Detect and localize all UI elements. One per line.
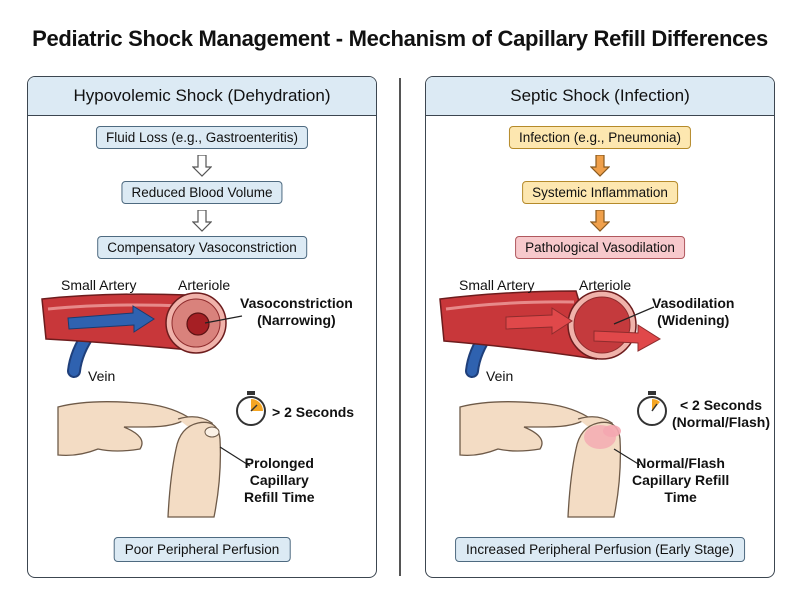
- vessel-state-text: Vasodilation: [652, 295, 735, 311]
- dilated-vessel-illustration: [439, 290, 667, 518]
- flow-step-reduced-volume: Reduced Blood Volume: [121, 181, 283, 204]
- perfusion-summary: Increased Peripheral Perfusion (Early St…: [455, 537, 745, 562]
- page-title: Pediatric Shock Management - Mechanism o…: [32, 26, 768, 51]
- arteriole-label: Arteriole: [178, 277, 231, 293]
- flow-step-infection: Infection (e.g., Pneumonia): [508, 126, 692, 149]
- vein-label: Vein: [486, 368, 514, 384]
- timer-line-2: (Normal/Flash): [672, 414, 771, 430]
- perfusion-summary: Poor Peripheral Perfusion: [113, 537, 291, 562]
- septic-header: Septic Shock (Infection): [426, 77, 774, 116]
- down-arrow-icon: [192, 155, 212, 177]
- vessel-state-subtext: (Narrowing): [257, 312, 336, 328]
- small-artery-label: Small Artery: [61, 277, 137, 293]
- arteriole-label: Arteriole: [579, 277, 632, 293]
- down-arrow-icon: [590, 155, 610, 177]
- hypovolemic-header: Hypovolemic Shock (Dehydration): [28, 77, 376, 116]
- refill-line-1: Normal/Flash: [636, 455, 725, 471]
- small-artery-label: Small Artery: [459, 277, 535, 293]
- vein-label: Vein: [88, 368, 116, 384]
- vessel-state-label: Vasoconstriction (Narrowing): [240, 295, 353, 329]
- refill-time-label: Prolonged Capillary Refill Time: [244, 455, 315, 506]
- timer-label: < 2 Seconds (Normal/Flash): [672, 397, 770, 431]
- refill-line-2: Capillary: [249, 472, 309, 488]
- timer-line-1: < 2 Seconds: [679, 397, 763, 413]
- refill-line-1: Prolonged: [244, 455, 314, 471]
- vessel-state-subtext: (Widening): [657, 312, 730, 328]
- refill-time-label: Normal/Flash Capillary Refill Time: [632, 455, 729, 506]
- flow-step-fluid-loss: Fluid Loss (e.g., Gastroenteritis): [95, 126, 309, 149]
- center-divider: [399, 78, 401, 576]
- flow-step-inflammation: Systemic Inflammation: [522, 181, 678, 204]
- flow-step-vasodilation: Pathological Vasodilation: [515, 236, 685, 259]
- septic-panel: Septic Shock (Infection) Infection (e.g.…: [425, 76, 775, 578]
- refill-line-3: Refill Time: [244, 489, 315, 505]
- down-arrow-icon: [590, 210, 610, 232]
- refill-line-2: Capillary Refill: [632, 472, 730, 488]
- hypovolemic-panel: Hypovolemic Shock (Dehydration) Fluid Lo…: [27, 76, 377, 578]
- refill-line-3: Time: [664, 489, 697, 505]
- vessel-state-label: Vasodilation (Widening): [652, 295, 734, 329]
- down-arrow-icon: [192, 210, 212, 232]
- constricted-vessel-illustration: [41, 292, 266, 518]
- flow-step-vasoconstriction: Compensatory Vasoconstriction: [97, 236, 307, 259]
- timer-label: > 2 Seconds: [272, 404, 355, 420]
- vessel-state-text: Vasoconstriction: [240, 295, 353, 311]
